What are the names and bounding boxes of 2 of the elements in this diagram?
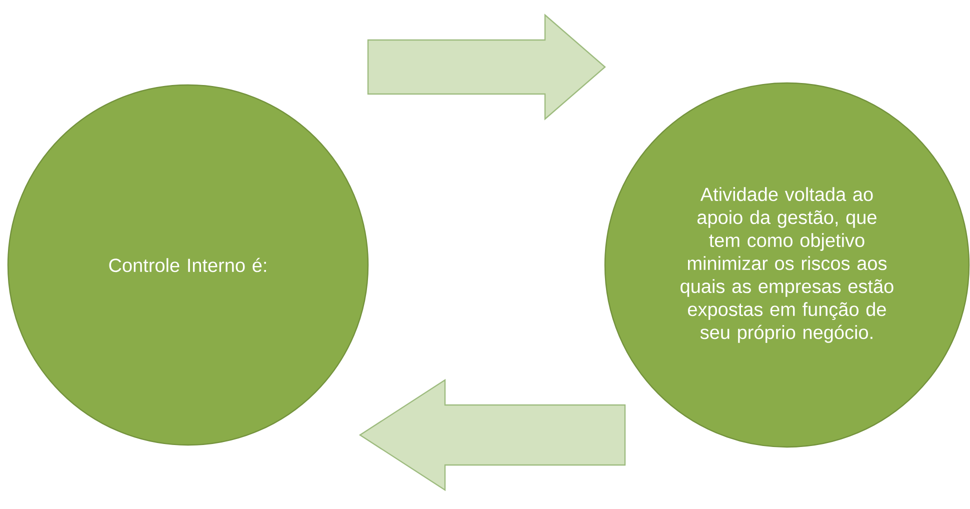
block-arrow: [358, 378, 626, 492]
block-arrow: [367, 14, 606, 120]
